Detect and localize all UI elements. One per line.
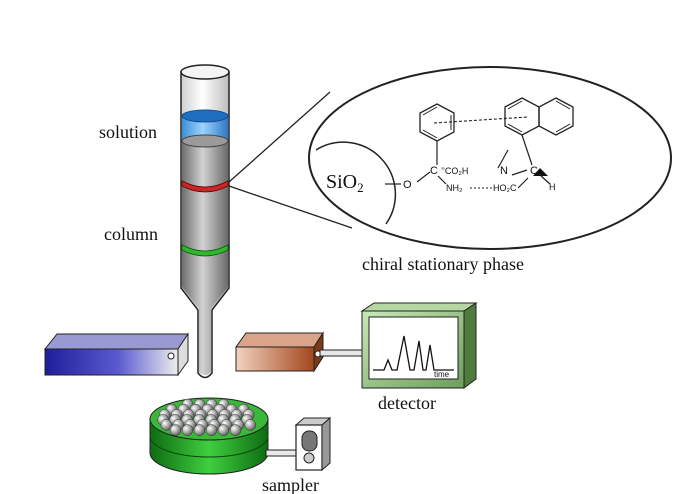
sample-vial	[193, 424, 206, 436]
sample-vial	[205, 424, 218, 436]
chromatogram-trace	[373, 335, 454, 371]
sample-vial	[181, 424, 194, 436]
pump-side	[177, 332, 189, 377]
bond-line	[517, 177, 529, 189]
monitor-side	[463, 302, 477, 389]
sample-vial	[217, 424, 230, 436]
solution-surface	[181, 109, 229, 123]
n-atom: N	[500, 165, 508, 177]
chiral-phase-label: chiral stationary phase	[362, 254, 524, 274]
sample-vial	[169, 424, 182, 436]
tray-groove	[149, 435, 269, 458]
bond-line	[497, 149, 509, 169]
valve-side	[321, 416, 331, 472]
naphthalene-inner-bond	[507, 123, 523, 133]
bond-line	[416, 171, 431, 183]
silica-arc	[315, 141, 397, 225]
naphthalene-inner-bond	[507, 100, 523, 110]
green-band	[181, 244, 229, 257]
ho2c-group: HO₂C	[493, 183, 517, 193]
valve-body	[301, 430, 318, 452]
bond-line	[511, 169, 528, 176]
solution-label: solution	[99, 122, 157, 142]
naphthalene-inner-bond	[555, 123, 571, 133]
sampler-valve	[294, 416, 332, 472]
valve-knob	[303, 452, 315, 464]
sample-vial	[229, 424, 242, 436]
brown-box-front	[235, 346, 315, 372]
detector-label: detector	[378, 393, 436, 413]
detector-cable	[319, 349, 365, 357]
sampler-label: sampler	[262, 475, 319, 494]
pump-port	[167, 352, 175, 360]
naphthalene-ring-b	[538, 97, 574, 136]
zoom-line-top	[228, 91, 331, 183]
c-atom-left: C	[430, 165, 438, 177]
zoom-line-bottom	[228, 185, 353, 229]
sample-vial	[160, 419, 173, 431]
nh2-group: NH₂	[446, 183, 463, 193]
pump-top	[43, 333, 189, 350]
bond-line	[540, 175, 551, 185]
brown-box-top	[235, 332, 324, 348]
naphthalene-inner-bond	[555, 100, 571, 110]
packing-bed	[182, 141, 228, 375]
sample-vials	[157, 398, 257, 436]
sio2-label: SiO2	[326, 171, 364, 195]
pump-front	[44, 348, 179, 376]
co2h-group: ’’CO₂H	[441, 166, 468, 176]
sampler-tray	[149, 397, 269, 475]
stationary-phase-zoom: SiO2 O C ’’CO₂H NH₂ N HO₂C C	[308, 66, 672, 250]
brown-interface-box	[235, 331, 324, 373]
column-label: column	[104, 224, 158, 244]
c-atom-right: C	[530, 165, 538, 177]
pi-stacking-dashes	[433, 116, 529, 124]
h-atom: H	[549, 182, 556, 192]
packing-top	[181, 134, 229, 148]
blue-pump	[43, 332, 189, 377]
column-rim	[180, 64, 230, 80]
red-band	[181, 180, 229, 193]
wedge-bond	[533, 168, 548, 176]
benzene-inner-bond	[422, 129, 438, 139]
detector-monitor: time	[360, 302, 478, 389]
time-axis-label: time	[434, 370, 450, 379]
o-atom: O	[403, 179, 412, 191]
benzene-inner-bond	[422, 106, 438, 116]
zoom-ellipse	[308, 66, 672, 250]
monitor-top	[360, 302, 478, 312]
column	[180, 64, 230, 379]
sample-vial	[244, 419, 257, 431]
bond-line	[437, 175, 447, 185]
bond-line	[521, 134, 533, 166]
